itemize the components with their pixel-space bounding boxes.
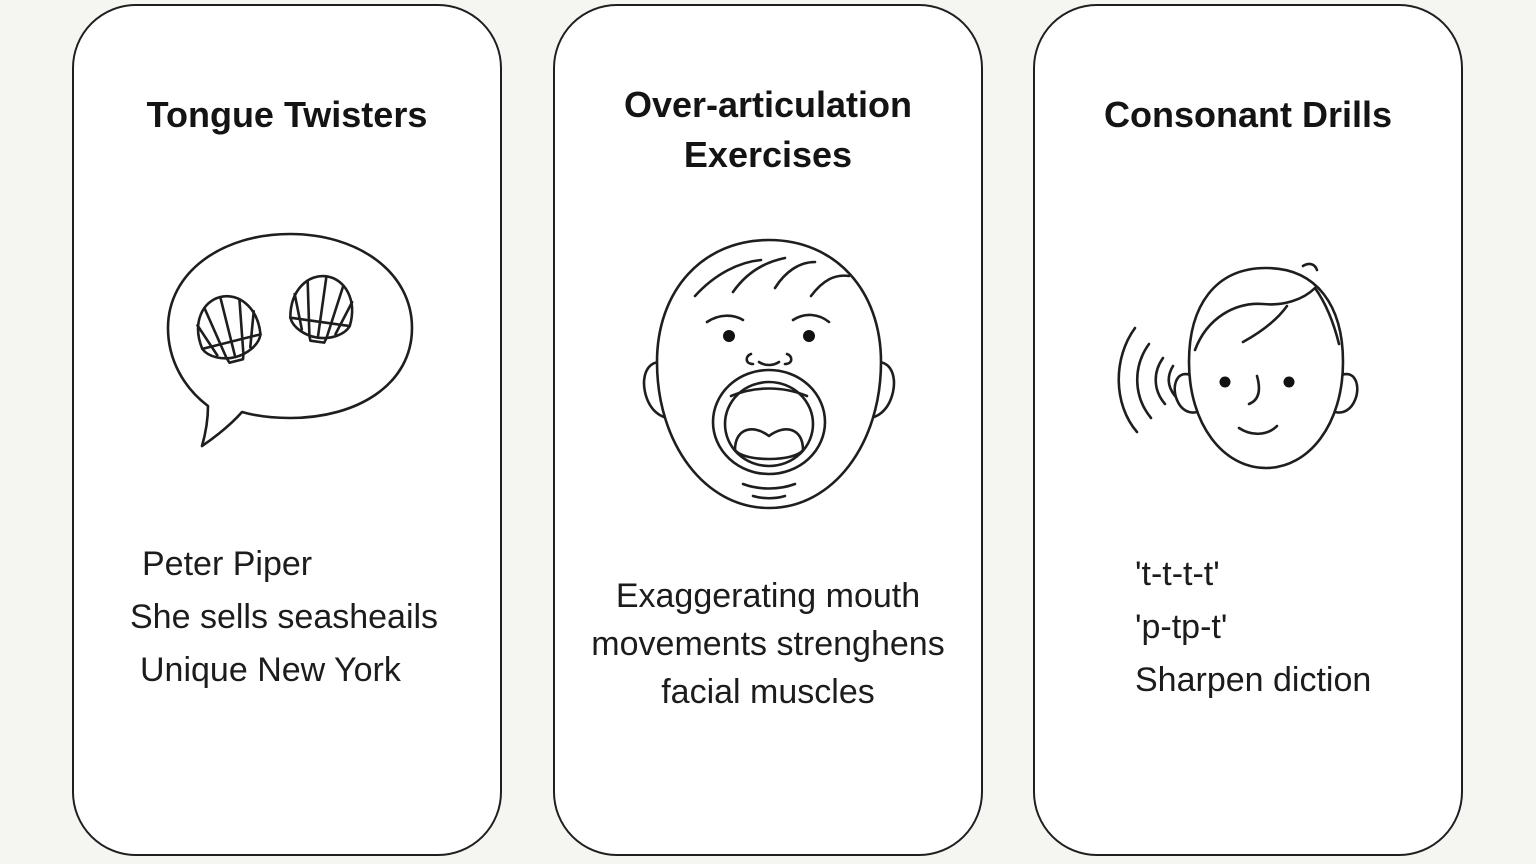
speech-bubble-seashells-icon: [162, 228, 418, 460]
tongue-twister-list: Peter Piper She sells seasheails Unique …: [74, 538, 500, 697]
list-item: Peter Piper: [142, 545, 313, 583]
drill-list: 't-t-t-t' 'p-tp-t' Sharpen diction: [1135, 548, 1461, 707]
open-mouth-face-icon: [635, 232, 903, 516]
card-title: Over-articulation Exercises: [623, 84, 913, 175]
card-title: Tongue Twisters: [146, 94, 428, 135]
card-title: Consonant Drills: [1103, 94, 1393, 135]
list-item: 't-t-t-t': [1135, 555, 1220, 593]
list-item: Unique New York: [140, 651, 401, 689]
card-consonant-drills: Consonant Drills 't-t-t: [1033, 4, 1463, 856]
description-text: Exaggerating mouth movements strenghens …: [591, 577, 945, 711]
list-item: She sells seasheails: [130, 598, 439, 636]
list-item: 'p-tp-t': [1135, 608, 1228, 646]
card-tongue-twisters: Tongue Twisters: [72, 4, 502, 856]
list-item: Sharpen diction: [1135, 661, 1372, 699]
face-with-sound-waves-icon: [1111, 258, 1361, 480]
exercise-description: Exaggerating mouth movements strenghens …: [555, 572, 981, 716]
card-over-articulation: Over-articulation Exercises: [553, 4, 983, 856]
